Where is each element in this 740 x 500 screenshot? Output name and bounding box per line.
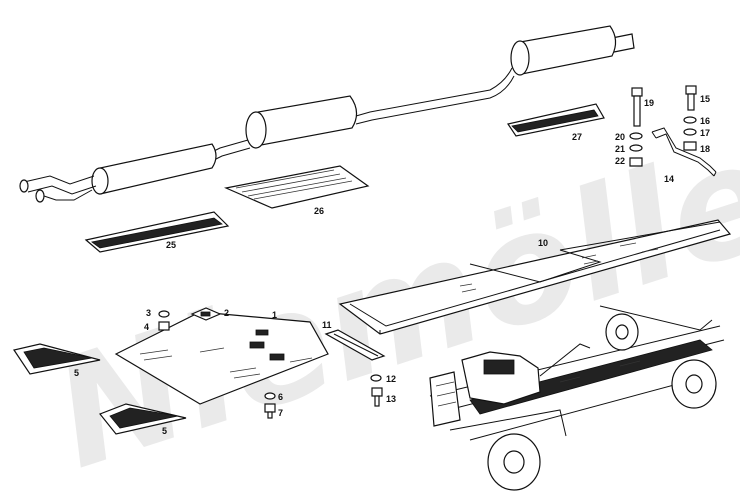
label-10: 10 [538,238,548,248]
label-4: 4 [144,322,149,332]
bolt-4: 4 [144,321,170,332]
bolt-7: 7 [264,403,283,419]
bolt-19: 19 [631,87,654,127]
heat-shield-26: 26 [223,165,370,216]
label-13: 13 [386,394,396,404]
washer-12: 12 [370,374,396,384]
cover-plate-11: 11 [322,320,386,361]
chassis-illustration [429,305,725,491]
side-panel-5-lower: 5 [99,403,187,436]
washer-6: 6 [264,392,283,402]
bracket-14: 14 [651,127,717,184]
label-2: 2 [224,308,229,318]
label-18: 18 [700,144,710,154]
label-11: 11 [322,320,332,330]
label-5-upper: 5 [74,368,79,378]
label-27: 27 [572,132,582,142]
label-17: 17 [700,128,710,138]
label-7: 7 [278,408,283,418]
exhaust-system [19,25,635,203]
label-20: 20 [615,132,625,142]
label-16: 16 [700,116,710,126]
label-14: 14 [664,174,674,184]
pad-2: 2 [190,307,229,321]
label-1: 1 [272,310,277,320]
rear-muffler [515,25,617,75]
label-25: 25 [166,240,176,250]
bolt-13: 13 [371,387,396,407]
label-5-lower: 5 [162,426,167,436]
floor-tunnel-panel-10: 10 [338,219,732,335]
label-21: 21 [615,144,625,154]
floor-pan-1: 1 [114,310,329,405]
label-19: 19 [644,98,654,108]
label-22: 22 [615,156,625,166]
washer-stack-20-22: 20 21 22 [615,132,643,167]
label-26: 26 [314,206,324,216]
washer-3: 3 [146,308,170,318]
washer-stack-16-18: 16 17 18 [683,116,710,154]
side-panel-5-upper: 5 [13,343,101,378]
label-3: 3 [146,308,151,318]
label-12: 12 [386,374,396,384]
heat-shield-27: 27 [507,103,605,142]
front-muffler [95,143,217,195]
bolt-15: 15 [685,85,710,111]
middle-muffler [250,95,358,147]
label-15: 15 [700,94,710,104]
label-6: 6 [278,392,283,402]
heat-shield-25: 25 [84,211,230,253]
